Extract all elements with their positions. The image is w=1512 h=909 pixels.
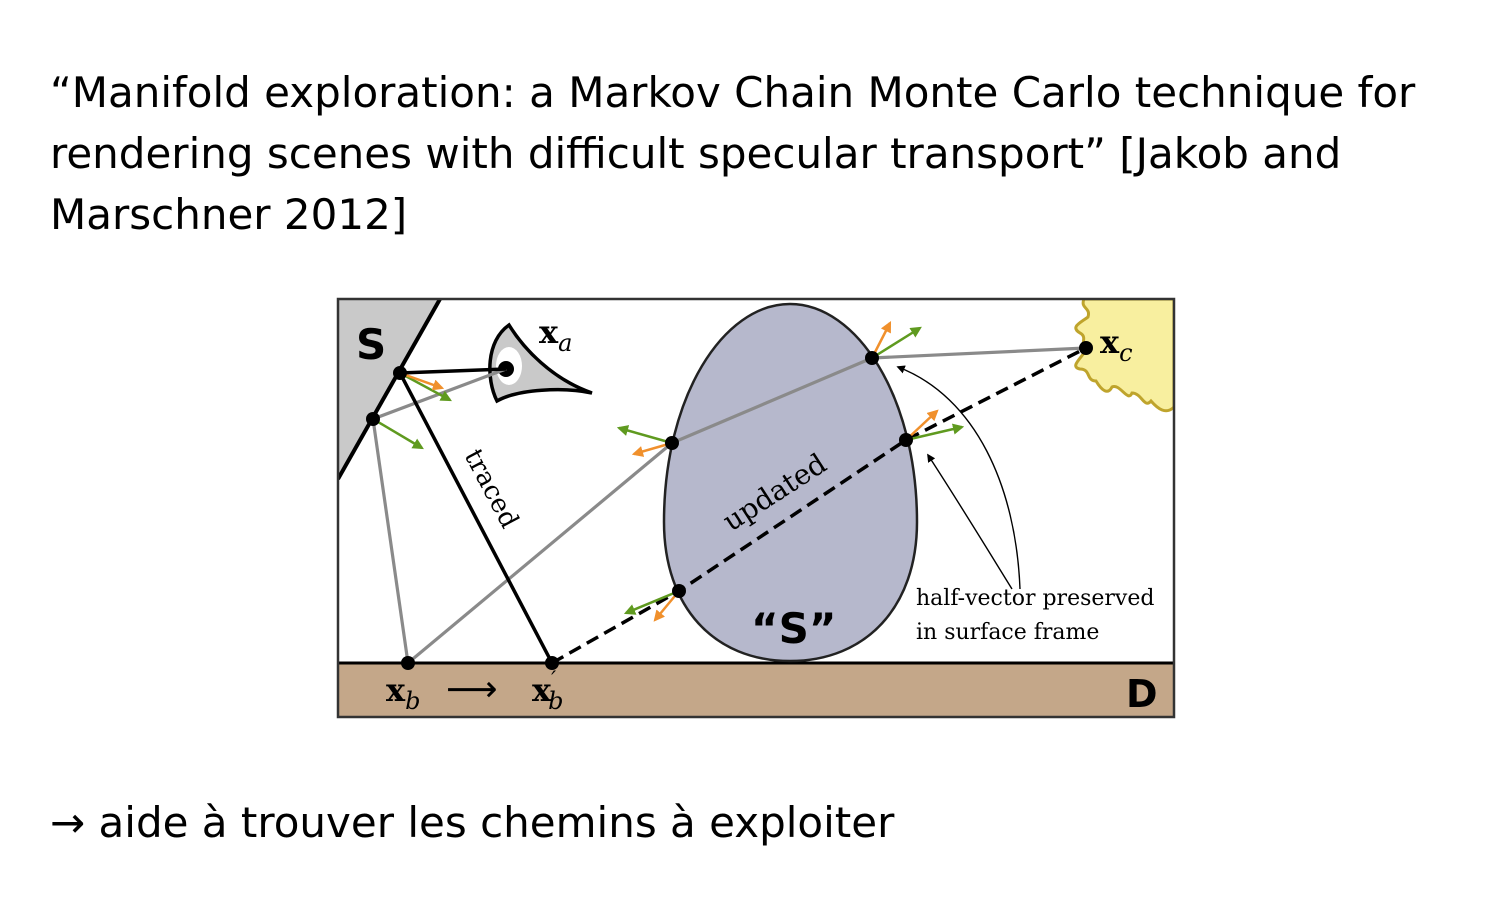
half-vector-note-line2: in surface frame	[916, 620, 1099, 645]
surface-s-label: S	[356, 320, 386, 369]
xc-sub: c	[1119, 339, 1132, 367]
surface-normals	[372, 326, 965, 615]
vertex-xbprime-label: x′b	[532, 668, 563, 715]
xa-sub: a	[558, 329, 572, 357]
xc-base: x	[1100, 323, 1120, 361]
vertex-xa-label: xa	[539, 313, 572, 357]
title-line-1: “Manifold exploration: a Markov Chain Mo…	[50, 68, 1416, 117]
slide-title: “Manifold exploration: a Markov Chain Mo…	[50, 62, 1470, 245]
egg-label: “S”	[751, 604, 836, 653]
xbp-prime: ′	[551, 668, 556, 693]
vertex-xb-label: xb	[386, 671, 420, 715]
half-vector-note-line1: half-vector preserved	[916, 586, 1154, 611]
vertex-xc-label: xc	[1100, 323, 1133, 367]
original-path	[371, 346, 1087, 665]
surface-d-label: D	[1126, 672, 1158, 716]
path-vertices	[366, 341, 1093, 670]
figure-frame	[336, 297, 1176, 719]
updated-path	[551, 346, 1087, 665]
annotation-arrow-upper	[896, 365, 1021, 590]
title-line-3: Marschner 2012]	[50, 190, 408, 239]
manifold-exploration-figure: S D “S” traced updated half-vector prese…	[336, 297, 1176, 719]
xb-to-xbp-arrow: ⟶	[446, 669, 498, 710]
xa-base: x	[539, 313, 559, 351]
xb-base: x	[386, 671, 406, 709]
egg-specular-object	[662, 302, 919, 663]
traced-segment	[399, 367, 507, 375]
bottom-caption: → aide à trouver les chemins à exploiter	[50, 798, 895, 847]
traced-segment-down	[398, 372, 554, 664]
title-line-2: rendering scenes with difficult specular…	[50, 129, 1342, 178]
xbp-sub: b	[548, 687, 563, 715]
surface-d-floor	[338, 663, 1174, 717]
sun-light-source	[1074, 299, 1174, 413]
wall-edge	[338, 299, 442, 480]
annotation-arrow-lower	[927, 453, 1013, 590]
xb-sub: b	[405, 687, 420, 715]
xbp-base: x	[532, 671, 552, 709]
